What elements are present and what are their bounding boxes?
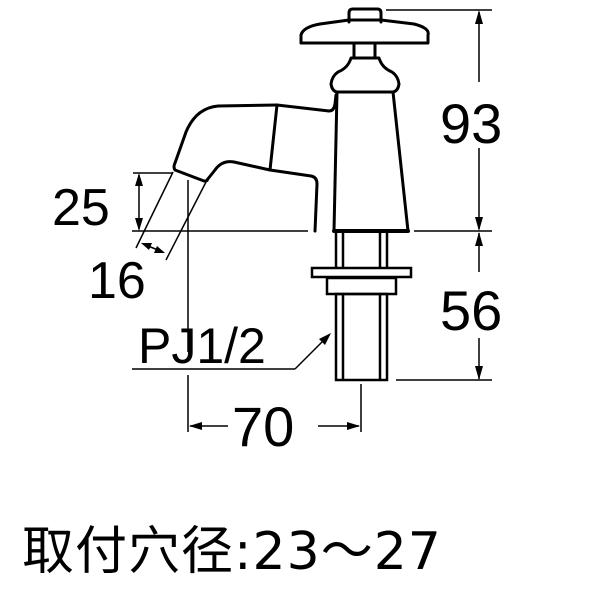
caption-label: 取付穴径 <box>22 522 235 582</box>
spout-nozzle <box>172 161 209 183</box>
handle-disk <box>299 18 430 45</box>
thread-spec-label: PJ1/2 <box>138 318 266 374</box>
mounting-hole-caption: 取付穴径:23〜27 <box>22 512 582 592</box>
spout-pipe-outer <box>173 103 279 165</box>
caption-separator: : <box>234 522 253 582</box>
dim-16-label: 16 <box>88 252 146 310</box>
dim-93-label: 93 <box>440 92 502 155</box>
dim-70-label: 70 <box>232 395 294 458</box>
dim-56-label: 56 <box>440 279 502 342</box>
dimension-lines <box>132 9 492 432</box>
caption-value: 23〜27 <box>252 522 442 582</box>
spout-pipe-inner <box>205 160 272 182</box>
handle-stem <box>352 41 377 60</box>
spout-housing <box>268 93 338 233</box>
dim-25-label: 25 <box>52 179 110 237</box>
arrowheads <box>135 10 483 430</box>
handle-cap <box>347 7 383 24</box>
main-body <box>332 90 410 233</box>
faucet-body <box>172 7 430 233</box>
shank-assembly <box>310 233 413 382</box>
bonnet <box>329 56 401 94</box>
